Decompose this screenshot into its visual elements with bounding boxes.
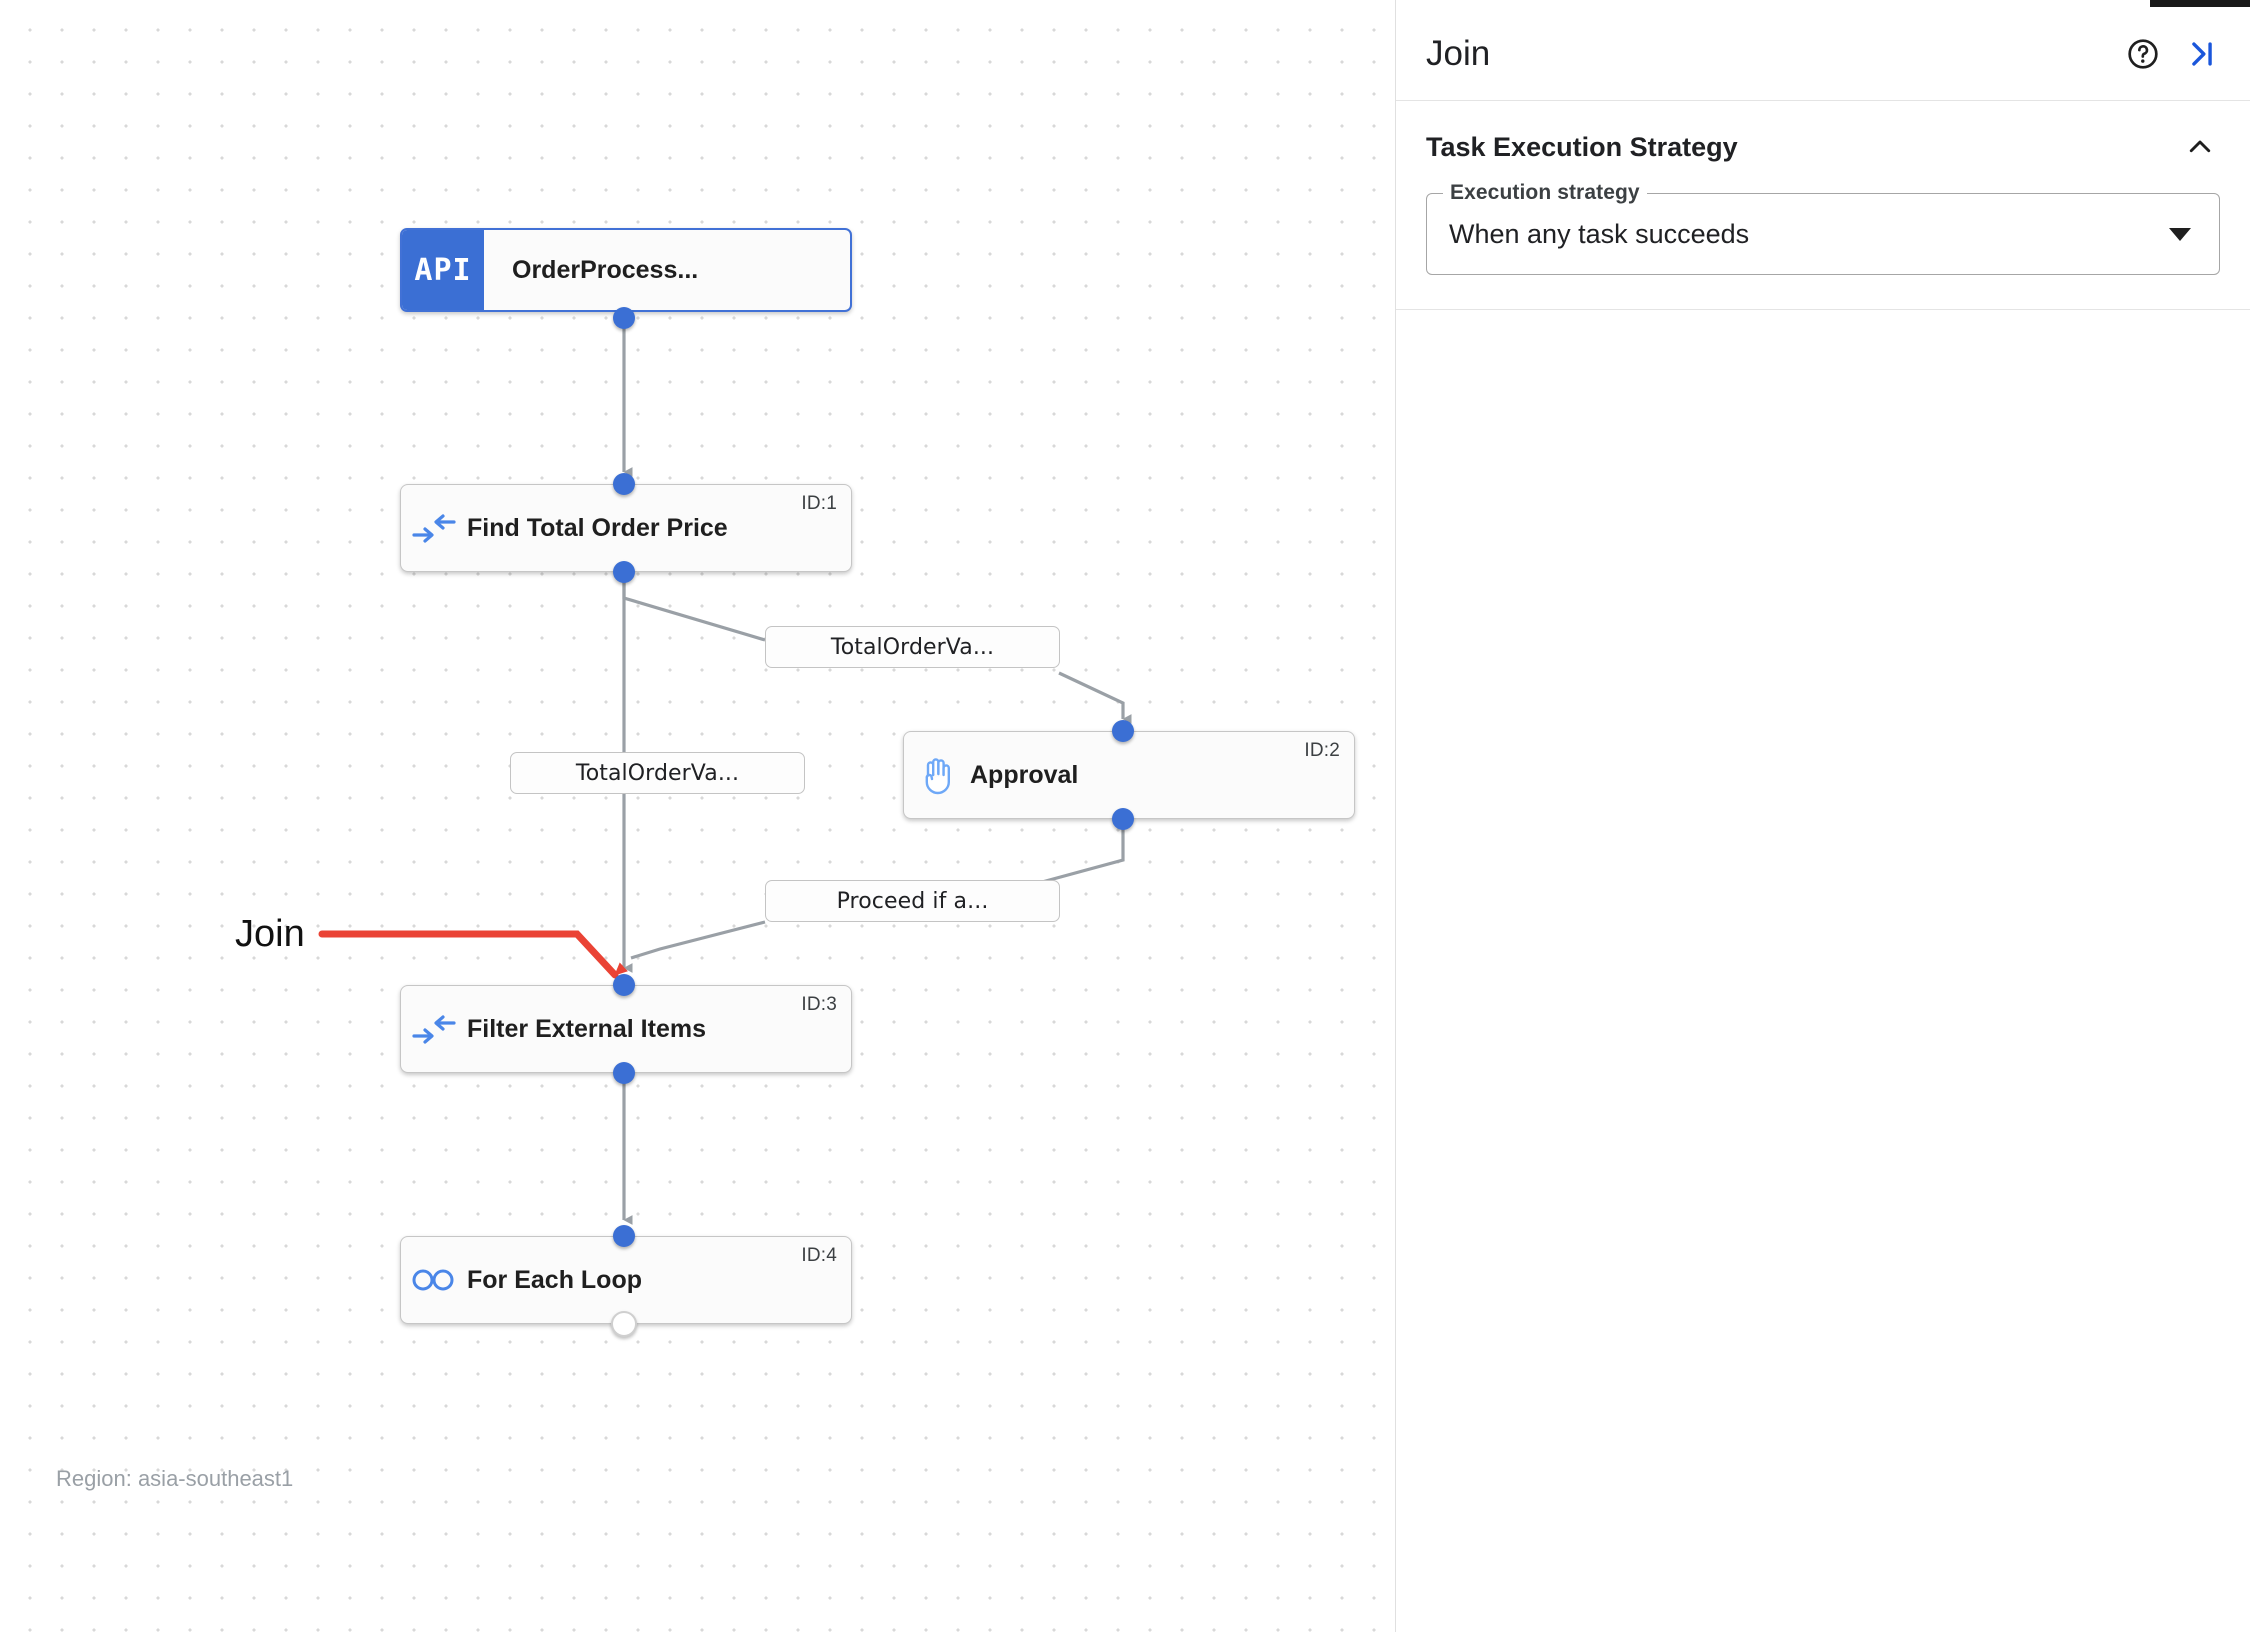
node-input-connector[interactable] (613, 974, 635, 996)
node-input-connector[interactable] (1112, 720, 1134, 742)
node-input-connector[interactable] (613, 473, 635, 495)
merge-arrows-icon (401, 513, 467, 543)
node-id-badge: ID:4 (801, 1245, 837, 1266)
node-filter-external-items[interactable]: Filter External Items ID:3 (400, 985, 852, 1073)
node-order-process-trigger[interactable]: API OrderProcess... (400, 228, 852, 312)
join-annotation-label: Join (235, 913, 305, 955)
section-header[interactable]: Task Execution Strategy (1426, 127, 2220, 167)
edge-label-total-order-value-filter[interactable]: TotalOrderVa... (510, 752, 805, 794)
panel-header: Join (1396, 8, 2250, 101)
workflow-canvas[interactable]: API OrderProcess... Find Total Order Pri… (0, 0, 1395, 1632)
node-label: Find Total Order Price (467, 513, 728, 542)
node-for-each-loop[interactable]: For Each Loop ID:4 (400, 1236, 852, 1324)
help-circle-icon[interactable] (2120, 31, 2166, 77)
chevron-down-icon[interactable] (2169, 227, 2191, 241)
node-find-total-order-price[interactable]: Find Total Order Price ID:1 (400, 484, 852, 572)
node-id-badge: ID:2 (1304, 740, 1340, 761)
node-input-connector[interactable] (613, 1225, 635, 1247)
collapse-panel-icon[interactable] (2178, 31, 2224, 77)
edge-label-total-order-value-approval[interactable]: TotalOrderVa... (765, 626, 1060, 668)
node-label: Approval (970, 760, 1079, 789)
window-corner-artifact (2150, 0, 2250, 7)
node-output-connector[interactable] (613, 561, 635, 583)
node-id-badge: ID:1 (801, 493, 837, 514)
merge-arrows-icon (401, 1014, 467, 1044)
side-panel: Join Task Execution Strategy (1395, 0, 2250, 1632)
panel-top-strip (1396, 0, 2250, 8)
node-label: For Each Loop (467, 1265, 642, 1294)
chevron-up-icon[interactable] (2180, 127, 2220, 167)
execution-strategy-value: When any task succeeds (1449, 218, 1750, 249)
infinity-loop-icon (401, 1267, 467, 1293)
node-id-badge: ID:3 (801, 994, 837, 1015)
api-badge-icon: API (402, 230, 484, 310)
hand-raised-icon (904, 755, 970, 795)
node-output-connector[interactable] (611, 1311, 637, 1337)
panel-title: Join (1426, 34, 1491, 73)
edge-label-proceed-if-approved[interactable]: Proceed if a... (765, 880, 1060, 922)
node-output-connector[interactable] (1112, 808, 1134, 830)
node-approval[interactable]: Approval ID:2 (903, 731, 1355, 819)
region-label: Region: asia-southeast1 (56, 1466, 294, 1491)
execution-strategy-select[interactable]: Execution strategy When any task succeed… (1426, 181, 2220, 275)
node-label: OrderProcess... (512, 255, 699, 284)
node-output-connector[interactable] (613, 307, 635, 329)
section-title: Task Execution Strategy (1426, 131, 1738, 162)
node-label: Filter External Items (467, 1014, 706, 1043)
join-annotation-arrow (318, 930, 628, 979)
execution-strategy-label: Execution strategy (1443, 181, 1647, 205)
task-execution-strategy-section: Task Execution Strategy Execution strate… (1396, 101, 2250, 310)
node-output-connector[interactable] (613, 1062, 635, 1084)
